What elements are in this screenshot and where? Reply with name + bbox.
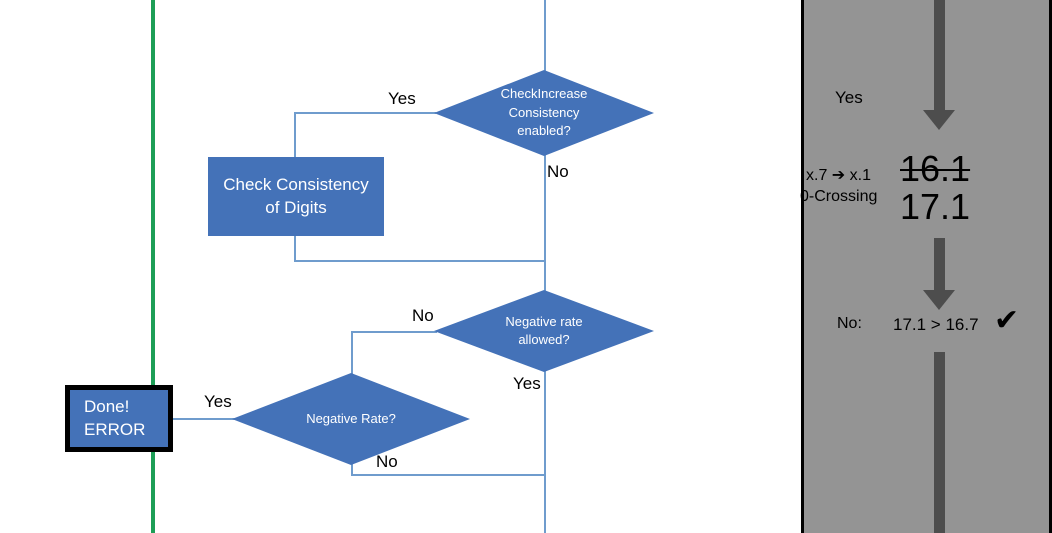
- process-line: Check Consistency: [223, 174, 369, 194]
- process-check-consistency-of-digits[interactable]: Check Consistency of Digits: [208, 157, 384, 236]
- decision-negative-rate-allowed[interactable]: Negative rate allowed?: [434, 290, 654, 372]
- panel-value-current: 17.1: [900, 186, 971, 227]
- terminator-done-error[interactable]: Done! ERROR: [65, 385, 173, 452]
- down-arrow-icon-head: [923, 110, 955, 130]
- connector-consistency-return: [294, 260, 546, 262]
- diamond-shape: [434, 70, 654, 156]
- down-arrow-icon-shaft: [934, 238, 945, 290]
- down-arrow-icon-head: [923, 290, 955, 310]
- panel-digit-shift-label: x.7 ➔ x.1: [806, 167, 871, 184]
- panel-value-struck: 16.1: [900, 148, 971, 189]
- connector-negative-rate-yes: [173, 418, 235, 420]
- down-arrow-icon-shaft: [934, 0, 945, 110]
- edge-label-checkincrease-yes: Yes: [388, 89, 416, 108]
- terminator-line: Done!: [84, 396, 130, 416]
- process-line: of Digits: [265, 197, 327, 217]
- panel-yes-label: Yes: [835, 88, 863, 107]
- connector-checkincrease-no: [544, 154, 546, 292]
- terminator-line: ERROR: [84, 419, 146, 439]
- panel-zero-crossing-label: 0-Crossing: [800, 188, 878, 205]
- panel-no-label: No:: [837, 315, 862, 332]
- edge-label-negrate-allowed-no: No: [412, 306, 434, 325]
- edge-label-checkincrease-no: No: [547, 162, 569, 181]
- check-mark-icon: ✔: [994, 304, 1020, 337]
- decision-negative-rate[interactable]: Negative Rate?: [232, 373, 470, 465]
- panel-comparison-expression: 17.1 > 16.7: [893, 315, 979, 334]
- edge-label-negrate-allowed-yes: Yes: [513, 374, 541, 393]
- decision-checkincrease-consistency[interactable]: CheckIncrease Consistency enabled?: [434, 70, 654, 156]
- connector-negative-rate-no-horizontal: [351, 474, 546, 476]
- diamond-shape: [232, 373, 470, 465]
- diamond-shape: [434, 290, 654, 372]
- down-arrow-icon-shaft: [934, 352, 945, 533]
- connector-negrate-allowed-no-horizontal: [351, 331, 437, 333]
- connector-negrate-allowed-yes: [544, 370, 546, 533]
- edge-label-negative-rate-yes: Yes: [204, 392, 232, 411]
- connector-checkincrease-yes-horizontal: [294, 112, 436, 114]
- connector-spine-top: [544, 0, 546, 72]
- green-divider-line: [151, 0, 155, 533]
- edge-label-negative-rate-no: No: [376, 452, 398, 471]
- annotation-panel: [801, 0, 1052, 533]
